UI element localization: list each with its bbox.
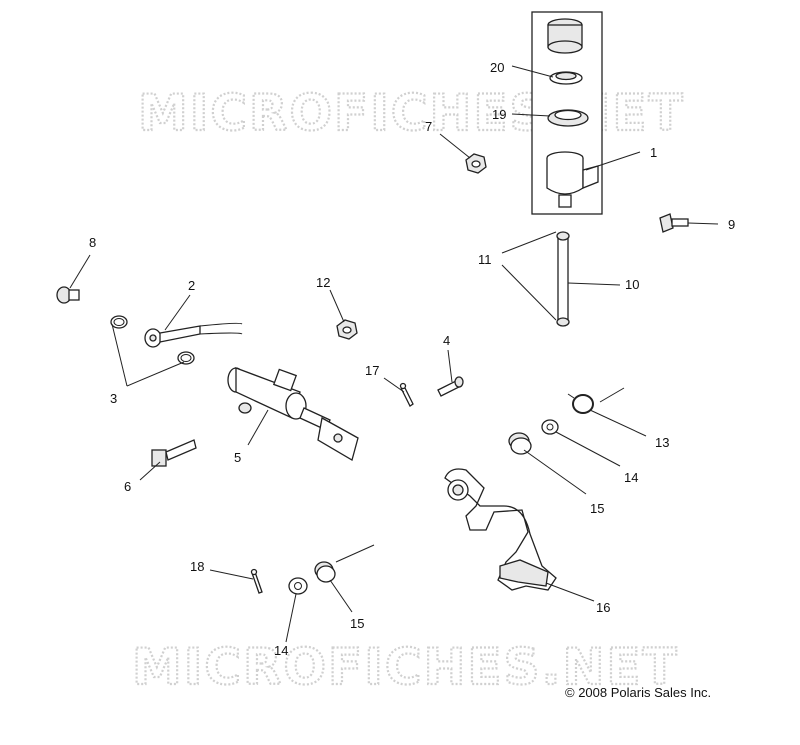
copyright-text: © 2008 Polaris Sales Inc.: [565, 685, 711, 700]
part-10-hose[interactable]: [556, 231, 570, 327]
part-12-nut[interactable]: [336, 319, 358, 340]
callout-20: 20: [490, 60, 504, 75]
part-7-nut[interactable]: [465, 153, 487, 174]
callout-16: 16: [596, 600, 610, 615]
part-9-bolt[interactable]: [659, 213, 689, 233]
watermark-bottom: MICROFICHES.NET: [132, 638, 679, 696]
callout-1: 1: [650, 145, 657, 160]
callout-14-upper: 14: [624, 470, 638, 485]
callout-8: 8: [89, 235, 96, 250]
callout-6: 6: [124, 479, 131, 494]
part-16-brake-pedal[interactable]: [444, 468, 557, 591]
part-14-washer-lower[interactable]: [288, 577, 308, 595]
part-4-clevis-pin[interactable]: [437, 376, 464, 397]
callout-2: 2: [188, 278, 195, 293]
part-3-washers[interactable]: [110, 315, 195, 365]
callout-10: 10: [625, 277, 639, 292]
part-17-cotter-pin[interactable]: [399, 382, 414, 407]
part-6-bolt[interactable]: [151, 439, 197, 467]
callout-14-lower: 14: [274, 643, 288, 658]
callout-18: 18: [190, 559, 204, 574]
callout-7: 7: [425, 119, 432, 134]
part-13-spring[interactable]: [567, 393, 594, 414]
callout-9: 9: [728, 217, 735, 232]
callout-4: 4: [443, 333, 450, 348]
part-2-hose-fitting[interactable]: [144, 322, 243, 348]
callout-12: 12: [316, 275, 330, 290]
callout-labels: 1 2 3 4 5 6 7 8 9 10 11 12 13 14 14 15 1…: [89, 60, 735, 658]
reservoir-assembly[interactable]: [531, 11, 603, 215]
part-5-master-cylinder[interactable]: [227, 367, 359, 461]
callout-15-lower: 15: [350, 616, 364, 631]
callout-17: 17: [365, 363, 379, 378]
callout-15-upper: 15: [590, 501, 604, 516]
part-8-banjo-bolt[interactable]: [56, 286, 80, 304]
leader-lines: [69, 65, 719, 643]
callout-11: 11: [478, 252, 492, 267]
callout-13: 13: [655, 435, 669, 450]
part-15-bushing-lower[interactable]: [314, 561, 336, 583]
callout-19: 19: [492, 107, 506, 122]
part-14-washer-upper[interactable]: [541, 419, 559, 435]
callout-5: 5: [234, 450, 241, 465]
part-18-cotter-pin[interactable]: [250, 568, 263, 594]
part-15-bushing-upper[interactable]: [508, 432, 532, 455]
callout-3: 3: [110, 391, 117, 406]
